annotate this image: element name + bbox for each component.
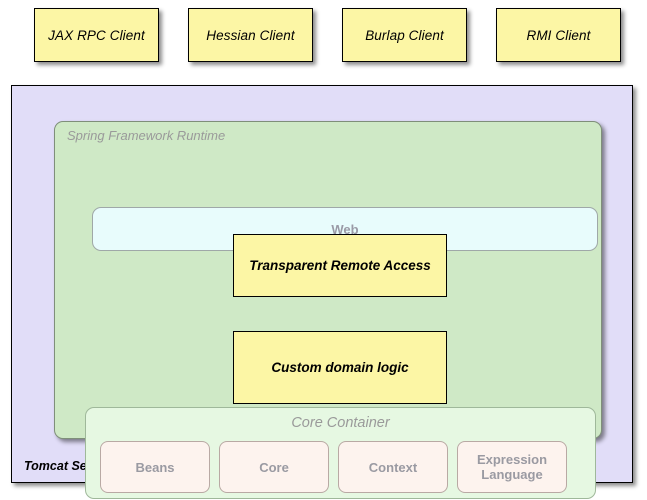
spring-framework-runtime-label: Spring Framework Runtime [67,128,226,143]
client-label: Hessian Client [206,27,295,43]
core-module-label: Context [368,459,418,475]
client-box-hessian[interactable]: Hessian Client [188,8,313,62]
transparent-remote-access-box[interactable]: Transparent Remote Access [233,234,447,297]
client-box-jax-rpc[interactable]: JAX RPC Client [34,8,159,62]
custom-domain-logic-label: Custom domain logic [271,360,409,375]
core-module-label: Expression Language [476,452,548,482]
core-module-expression-language[interactable]: Expression Language [457,441,567,493]
core-module-label: Core [259,459,289,475]
tomcat-servlet-container[interactable]: Spring Framework Runtime Web Transparent… [11,85,633,499]
core-container-label: Core Container [291,415,390,431]
web-band-label: Web [331,221,359,237]
client-label: Burlap Client [365,27,444,43]
client-label: RMI Client [526,27,591,43]
core-module-core[interactable]: Core [219,441,329,493]
core-module-row: Beans Core Context Expression Language [86,441,595,493]
transparent-remote-access-label: Transparent Remote Access [249,258,431,273]
client-label: JAX RPC Client [48,27,145,43]
custom-domain-logic-box[interactable]: Custom domain logic [233,331,447,404]
core-module-context[interactable]: Context [338,441,448,493]
client-box-rmi[interactable]: RMI Client [496,8,621,62]
core-module-label: Beans [135,459,175,475]
client-row: JAX RPC Client Hessian Client Burlap Cli… [0,8,647,64]
client-box-burlap[interactable]: Burlap Client [342,8,467,62]
core-module-beans[interactable]: Beans [100,441,210,493]
core-container[interactable]: Core Container Beans Core Context Expres… [85,407,596,499]
